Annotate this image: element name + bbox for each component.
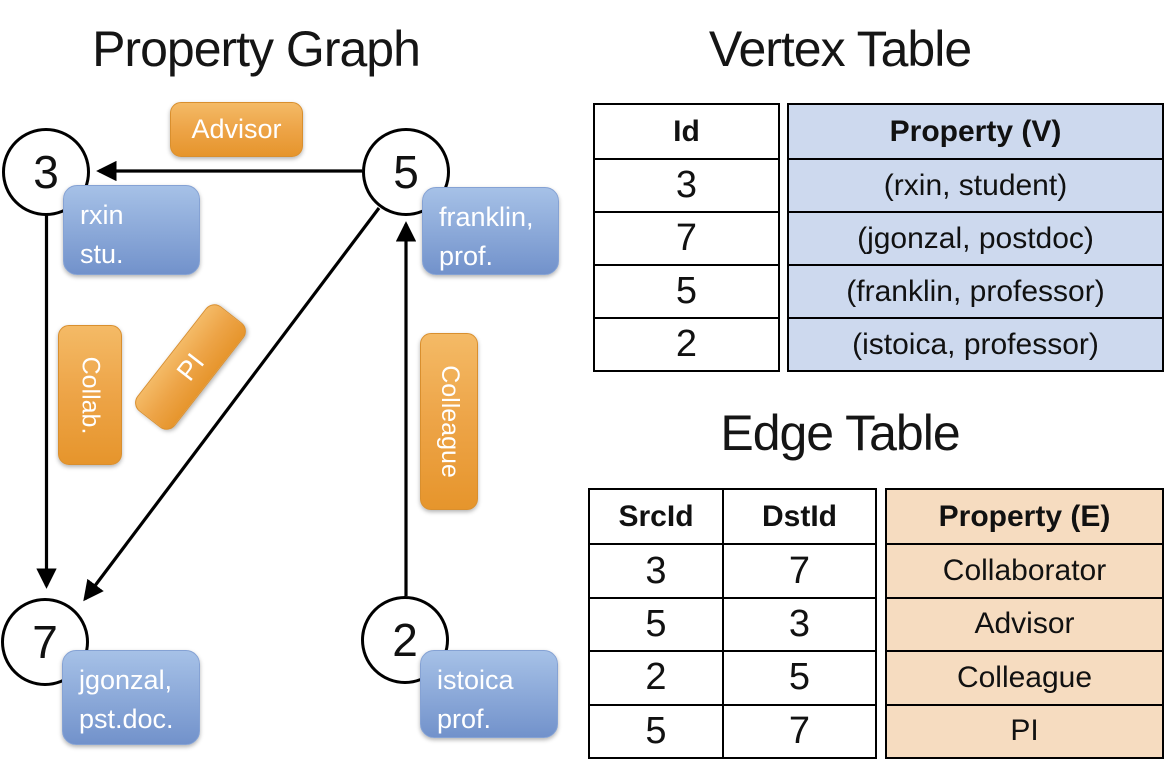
vertex-property-line: franklin, bbox=[439, 202, 534, 232]
edge-table-property-cell: Collaborator bbox=[887, 543, 1162, 596]
vertex-property-line: jgonzal, bbox=[79, 665, 173, 695]
vertex-property-box-rxin: rxin stu. bbox=[63, 185, 200, 275]
edge-table-title: Edge Table bbox=[720, 405, 960, 461]
vertex-property-line: prof. bbox=[439, 241, 494, 272]
vertex-table-id-cell: 3 bbox=[595, 158, 778, 211]
edge-label-text: Advisor bbox=[191, 114, 282, 144]
vertex-table-header-id: Id bbox=[673, 114, 700, 148]
edge-table-property-cell: PI bbox=[887, 703, 1162, 757]
vertex-property-line: pst.doc. bbox=[79, 704, 174, 735]
edge-table-srcid-cell: 5 bbox=[590, 703, 724, 757]
graph-node-2: 2 bbox=[361, 596, 449, 684]
edge-label-text: Colleague bbox=[435, 365, 464, 478]
vertex-property-box-jgonzal: jgonzal, pst.doc. bbox=[62, 650, 200, 745]
edge-table-srcid-cell: 5 bbox=[590, 596, 724, 651]
vertex-table-id-column: Id 3 7 5 2 bbox=[593, 103, 780, 372]
vertex-property-line: stu. bbox=[80, 239, 124, 270]
vertex-table-property-cell: (jgonzal, postdoc) bbox=[789, 211, 1162, 264]
edge-table-srcid-cell: 2 bbox=[590, 650, 724, 704]
edge-table-header-srcid: SrcId bbox=[590, 490, 724, 544]
edge-label-colleague: Colleague bbox=[420, 333, 478, 510]
edge-table-dstid-cell: 7 bbox=[724, 703, 875, 757]
edge-table-dstid-cell: 3 bbox=[724, 596, 875, 650]
vertex-property-line: istoica bbox=[437, 665, 514, 695]
vertex-table-id-cell: 2 bbox=[595, 317, 778, 370]
edge-label-advisor: Advisor bbox=[170, 102, 303, 157]
vertex-property-line: rxin bbox=[80, 200, 124, 230]
vertex-table-title: Vertex Table bbox=[708, 21, 972, 77]
vertex-property-box-istoica: istoica prof. bbox=[420, 650, 558, 738]
vertex-property-box-franklin: franklin, prof. bbox=[422, 187, 559, 275]
graph-node-5: 5 bbox=[362, 128, 450, 216]
edge-pi-5-to-7 bbox=[83, 207, 381, 602]
edge-label-text: Collab. bbox=[76, 356, 105, 434]
edge-table-property-cell: Colleague bbox=[887, 650, 1162, 703]
edge-table-id-columns: SrcId DstId 3 7 5 3 2 5 5 7 bbox=[588, 488, 877, 759]
edge-label-text: PI bbox=[170, 347, 210, 386]
edge-table-dstid-cell: 7 bbox=[724, 543, 875, 596]
property-graph-title: Property Graph bbox=[92, 21, 421, 77]
edge-table-dstid-cell: 5 bbox=[724, 650, 875, 703]
edge-table-header-dstid: DstId bbox=[762, 499, 837, 533]
vertex-table-property-column: Property (V) (rxin, student) (jgonzal, p… bbox=[787, 103, 1164, 372]
edge-table-srcid-cell: 3 bbox=[590, 543, 724, 597]
edge-table-property-cell: Advisor bbox=[887, 596, 1162, 650]
graph-edges bbox=[36, 160, 417, 602]
edge-table-property-column: Property (E) Collaborator Advisor Collea… bbox=[885, 488, 1164, 759]
edge-label-collab: Collab. bbox=[58, 325, 122, 465]
vertex-table-id-cell: 7 bbox=[595, 211, 778, 264]
vertex-table-header-property: Property (V) bbox=[889, 114, 1062, 148]
vertex-property-line: prof. bbox=[437, 704, 492, 735]
vertex-table-id-cell: 5 bbox=[595, 264, 778, 317]
vertex-table-property-cell: (rxin, student) bbox=[789, 158, 1162, 211]
vertex-table-property-cell: (istoica, professor) bbox=[789, 317, 1162, 370]
vertex-table-property-cell: (franklin, professor) bbox=[789, 264, 1162, 317]
edge-table-header-property: Property (E) bbox=[938, 499, 1111, 533]
